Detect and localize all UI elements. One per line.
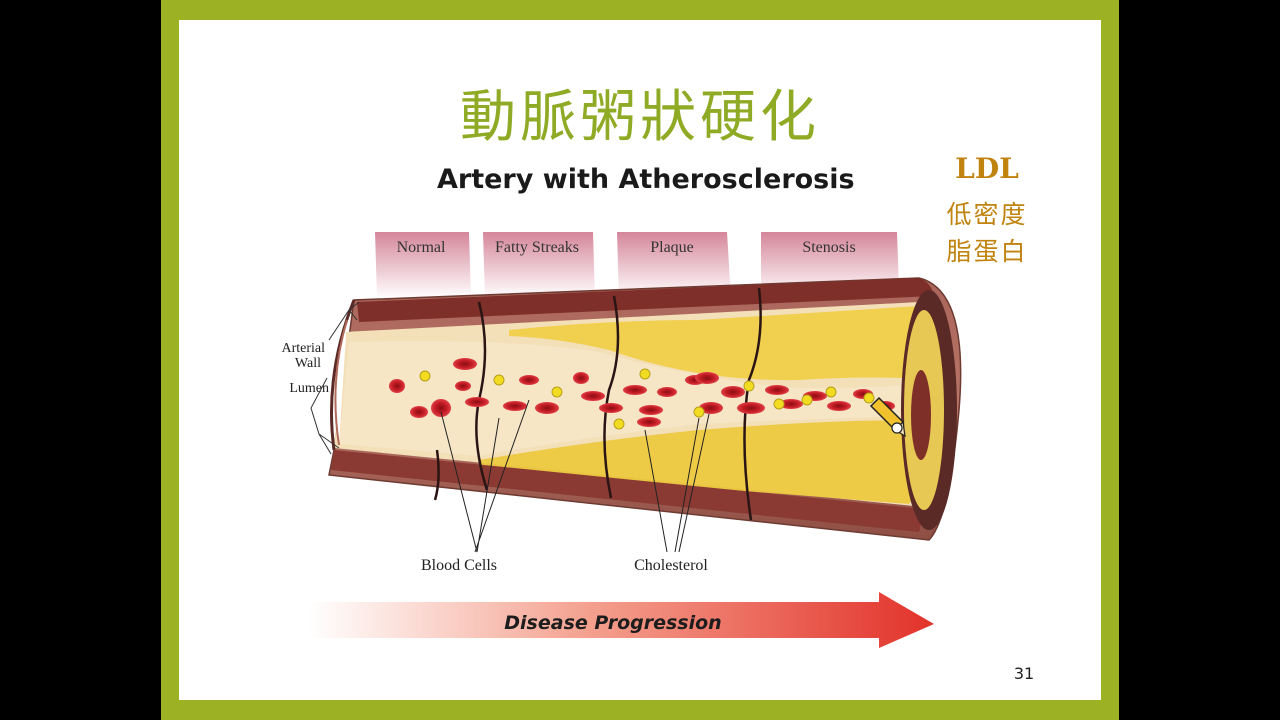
slide-frame: 動脈粥狀硬化 Artery with Atherosclerosis LDL 低… [161,0,1119,720]
cholesterol-particles [419,368,875,430]
stage-label-plaque: Plaque [650,239,694,256]
diagram-title: Artery with Atherosclerosis [437,164,855,195]
ldl-heading: LDL [955,152,1019,185]
arterial-wall-line-2: Wall [295,356,321,371]
stage-label-fatty-streaks: Fatty Streaks [495,239,579,256]
disease-progression-arrow: Disease Progression [309,592,934,648]
ldl-line-1: 低密度 [946,200,1028,229]
arterial-wall-label: Arterial Wall [281,301,360,371]
stage-tab-fatty-streaks: Fatty Streaks [483,232,595,298]
slide-canvas: 動脈粥狀硬化 Artery with Atherosclerosis LDL 低… [179,20,1101,700]
cholesterol-label: Cholesterol [634,557,708,574]
page-number: 31 [1013,664,1035,683]
stage-tab-normal: Normal [375,232,471,298]
lumen-text: Lumen [289,381,329,396]
wall-bracket-lines [310,377,340,455]
lumen-label: Lumen [289,381,329,396]
pencil-icon [869,396,906,438]
cholesterol-callout: Cholesterol [634,413,710,574]
blood-cells-label: Blood Cells [421,557,497,574]
ldl-line-2: 脂蛋白 [946,237,1028,266]
blood-cells-callout: Blood Cells [421,399,530,574]
arterial-wall-line-1: Arterial [281,341,325,356]
disease-progression-label: Disease Progression [504,612,721,634]
artery-diagram: Normal Fatty Streaks Plaque Stenosis [281,232,962,648]
stage-label-normal: Normal [397,239,446,256]
stage-tab-plaque: Plaque [617,232,731,298]
slide-title: 動脈粥狀硬化 [460,85,820,150]
stage-label-stenosis: Stenosis [802,239,855,256]
